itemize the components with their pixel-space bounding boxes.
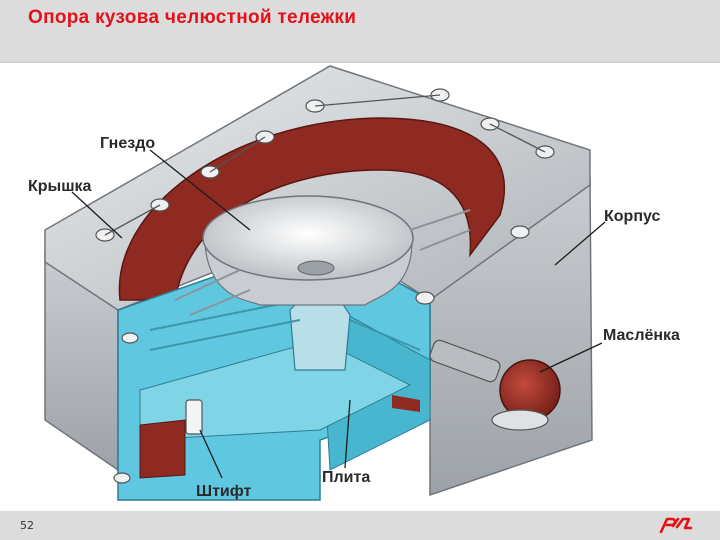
footer-bar: 52 (0, 511, 720, 540)
label-body: Корпус (604, 208, 660, 225)
page-number: 52 (20, 519, 34, 532)
label-pin: Штифт (196, 483, 252, 500)
bolt-straps (104, 94, 546, 236)
label-nest: Гнездо (100, 135, 155, 152)
oil-chamber (118, 117, 506, 301)
rzd-logo-icon (659, 517, 693, 534)
label-oiler: Маслёнка (603, 327, 680, 344)
label-cover: Крышка (28, 178, 92, 195)
oiler-part (429, 339, 561, 431)
label-plate: Плита (322, 469, 370, 486)
pin-part (185, 399, 203, 435)
cover-bolts (95, 88, 555, 484)
leader-lines (71, 149, 606, 479)
page-title: Опора кузова челюстной тележки (28, 7, 357, 28)
support-diagram: Гнездо Крышка Корпус Маслёнка Плита Штиф… (28, 65, 680, 501)
header-bar: Опора кузова челюстной тележки (0, 0, 720, 63)
floor-grate (174, 209, 471, 316)
nest-bowl (202, 195, 414, 306)
